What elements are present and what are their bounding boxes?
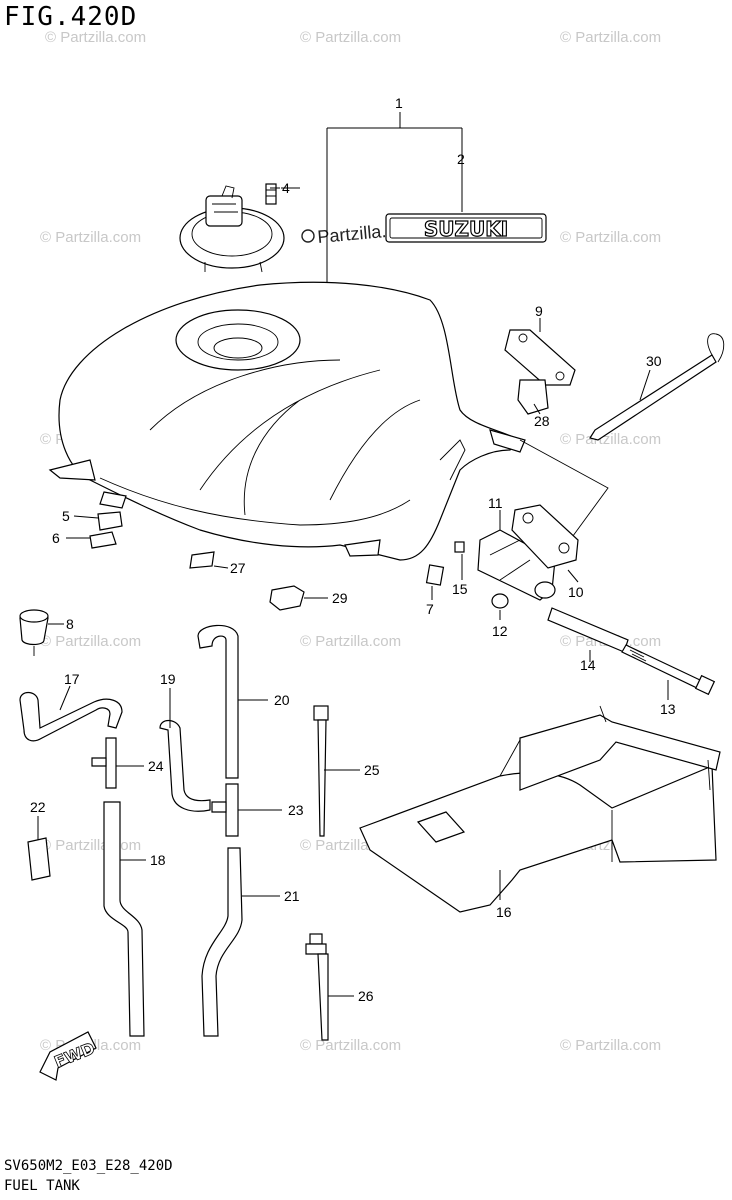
model-code: SV650M2_E03_E28_420D [4, 1158, 173, 1174]
hinge-assembly [477, 504, 579, 601]
watermark: © Partzilla.com [45, 29, 146, 46]
support-rod-30 [589, 333, 725, 441]
hose-17 [19, 691, 123, 742]
callout-20: 20 [274, 692, 290, 708]
callout-17: 17 [64, 671, 80, 687]
callout-24: 24 [148, 758, 164, 774]
pad-7 [425, 564, 445, 586]
callout-6: 6 [52, 530, 60, 546]
brand-emblem-text: SUZUKI [424, 217, 508, 241]
callout-5: 5 [62, 508, 70, 524]
watermark: © Partzilla.com [40, 837, 141, 854]
nut-15 [454, 541, 465, 553]
watermark: © Partzilla.com [40, 633, 141, 650]
watermark: © Partzilla.com [560, 229, 661, 246]
callout-15: 15 [452, 581, 468, 597]
hose-20 [197, 624, 239, 779]
watermark: © Partzilla.com [40, 229, 141, 246]
callout-26: 26 [358, 988, 374, 1004]
callout-numbers: 1 2 4 5 6 7 8 9 10 11 12 13 14 15 16 17 … [30, 95, 676, 1004]
pad-22 [27, 837, 51, 881]
callout-14: 14 [580, 657, 596, 673]
callout-30: 30 [646, 353, 662, 369]
callout-21: 21 [284, 888, 300, 904]
callout-7: 7 [426, 601, 434, 617]
suzuki-emblem: SUZUKI [385, 213, 547, 243]
callout-9: 9 [535, 303, 543, 319]
callout-2: 2 [457, 151, 465, 167]
callout-4: 4 [282, 180, 290, 196]
hose-18 [103, 801, 145, 1037]
callout-22: 22 [30, 799, 46, 815]
block-29 [269, 585, 305, 611]
tank-bracket-9 [504, 329, 576, 415]
watermark: © Partzilla.com [300, 1037, 401, 1054]
callout-16: 16 [496, 904, 512, 920]
cable-tie-26 [305, 933, 329, 1041]
t-joint-24 [91, 737, 117, 789]
heat-shield-16 [359, 705, 721, 913]
grommet-12 [491, 593, 509, 609]
hose-21 [201, 847, 243, 1037]
callout-28: 28 [534, 413, 550, 429]
hose-19 [159, 719, 211, 812]
callout-8: 8 [66, 616, 74, 632]
cap-8 [19, 609, 49, 656]
watermark: © Partzilla.com [560, 29, 661, 46]
t-joint-23 [211, 783, 239, 837]
callout-13: 13 [660, 701, 676, 717]
callout-10: 10 [568, 584, 584, 600]
damper-5-6 [89, 491, 127, 549]
copyright-icon [301, 229, 315, 243]
callout-25: 25 [364, 762, 380, 778]
callout-1: 1 [395, 95, 403, 111]
fuel-cap-assembly [179, 183, 300, 273]
section-name: FUEL TANK [4, 1178, 80, 1194]
fuel-tank [48, 281, 526, 561]
cable-tie-25 [313, 705, 329, 837]
callout-27: 27 [230, 560, 246, 576]
callout-18: 18 [150, 852, 166, 868]
watermark: © Partzilla.com [300, 633, 401, 650]
watermark: © Partzilla.com [300, 29, 401, 46]
callout-19: 19 [160, 671, 176, 687]
callout-12: 12 [492, 623, 508, 639]
assembly-bracket-1 [326, 112, 463, 290]
pad-27 [189, 551, 215, 569]
callout-11: 11 [488, 495, 503, 511]
bolt-13 [621, 644, 716, 696]
guide-line [519, 439, 609, 541]
leader-lines [37, 170, 669, 997]
watermark: © Partzilla.com [560, 1037, 661, 1054]
callout-29: 29 [332, 590, 348, 606]
figure-title: FIG.420D [4, 2, 138, 32]
watermark: © Partzilla.com [560, 431, 661, 448]
callout-23: 23 [288, 802, 304, 818]
